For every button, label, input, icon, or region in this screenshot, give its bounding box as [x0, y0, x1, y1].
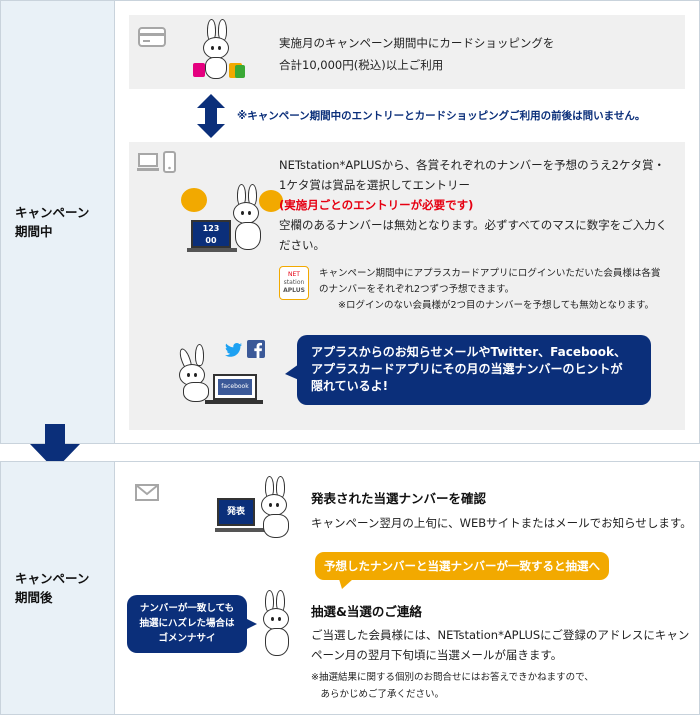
step-card-usage-text: 実施月のキャンペーン期間中にカードショッピングを 合計10,000円(税込)以上…: [279, 36, 555, 72]
aplus-app-icon: NET station APLUS: [279, 266, 309, 300]
smartphone-icon: [163, 151, 176, 173]
rabbit-apology-illustration: [259, 590, 299, 662]
step-entry-panel: 123 00 NETstation*APLUSから、各賞それぞれのナンバーを予想…: [129, 142, 685, 430]
lottery-text: ご当選した会員様には、NETstation*APLUSにご登録のアドレスにキャン…: [311, 628, 690, 662]
hint-speech-bubble: アプラスからのお知らせメールやTwitter、Facebook、 アプラスカード…: [297, 335, 651, 405]
lottery-condition-bubble: 予想したナンバーと当選ナンバーが一致すると抽選へ: [315, 552, 609, 580]
section-after: キャンペーン 期間後 発表 発表された当選ナンバーを確認 キャンペーン翌月の上旬…: [0, 461, 700, 715]
sorry-bubble-text: ナンバーが一致しても 抽選にハズレた場合は ゴメンナサイ: [139, 603, 235, 644]
double-arrow-icon: [197, 94, 225, 138]
confirm-title: 発表された当選ナンバーを確認: [311, 491, 487, 506]
entry-timing-note: ※キャンペーン期間中のエントリーとカードショッピングご利用の前後は問いません。: [237, 110, 646, 122]
entry-number-bottom: 00: [205, 236, 217, 245]
down-arrow-icon: [30, 424, 80, 470]
app-login-text: キャンペーン期間中にアプラスカードアプリにログインいただいた会員様は各賞 のナン…: [319, 268, 661, 311]
section-label-after: キャンペーン 期間後: [1, 462, 115, 714]
hint-bubble-tail: [285, 364, 299, 380]
app-icon-line-3: APLUS: [283, 287, 305, 294]
app-icon-line-1: NET: [288, 271, 300, 278]
rabbit-laptop-illustration: facebook: [173, 340, 293, 408]
lottery-note: ※抽選結果に関する個別のお問合せにはお答えできかねますので、 あらかじめご了承く…: [311, 672, 594, 700]
entry-number-top: 123: [202, 224, 220, 233]
pc-icon: [137, 153, 159, 171]
rabbit-announcement-illustration: 発表: [215, 476, 305, 540]
gold-bubble-tail: [339, 579, 353, 589]
lottery-title: 抽選&当選のご連絡: [311, 604, 422, 619]
section-during: キャンペーン 期間中 実施月のキャンペーン期間中にカードショッピングを 合計10…: [0, 0, 700, 444]
sorry-bubble-tail: [245, 618, 257, 630]
hint-bubble-text: アプラスからのお知らせメールやTwitter、Facebook、 アプラスカード…: [311, 345, 627, 393]
mail-icon: [135, 484, 159, 501]
twitter-icon: [225, 343, 242, 357]
laptop-screen-label: facebook: [218, 379, 252, 395]
step-entry-text: NETstation*APLUSから、各賞それぞれのナンバーを予想のうえ2ケタ賞…: [279, 158, 665, 192]
app-icon-line-2: station: [283, 279, 305, 286]
step-entry-warning: 空欄のあるナンバーは無効となります。必ずすべてのマスに数字をご入力く ださい。: [279, 218, 668, 252]
credit-card-icon: [138, 27, 166, 47]
announcement-monitor-label: 発表: [226, 507, 245, 517]
rabbit-entry-illustration: 123 00: [179, 180, 289, 266]
step-card-usage-panel: 実施月のキャンペーン期間中にカードショッピングを 合計10,000円(税込)以上…: [129, 15, 685, 89]
sorry-speech-bubble: ナンバーが一致しても 抽選にハズレた場合は ゴメンナサイ: [127, 595, 247, 653]
rabbit-shopping-illustration: [191, 19, 251, 87]
section-label-during: キャンペーン 期間中: [1, 1, 115, 443]
facebook-icon: [247, 340, 265, 358]
lottery-condition-text: 予想したナンバーと当選ナンバーが一致すると抽選へ: [324, 559, 600, 573]
step-entry-required: (実施月ごとのエントリーが必要です): [279, 198, 474, 212]
confirm-text: キャンペーン翌月の上旬に、WEBサイトまたはメールでお知らせします。: [311, 516, 692, 530]
